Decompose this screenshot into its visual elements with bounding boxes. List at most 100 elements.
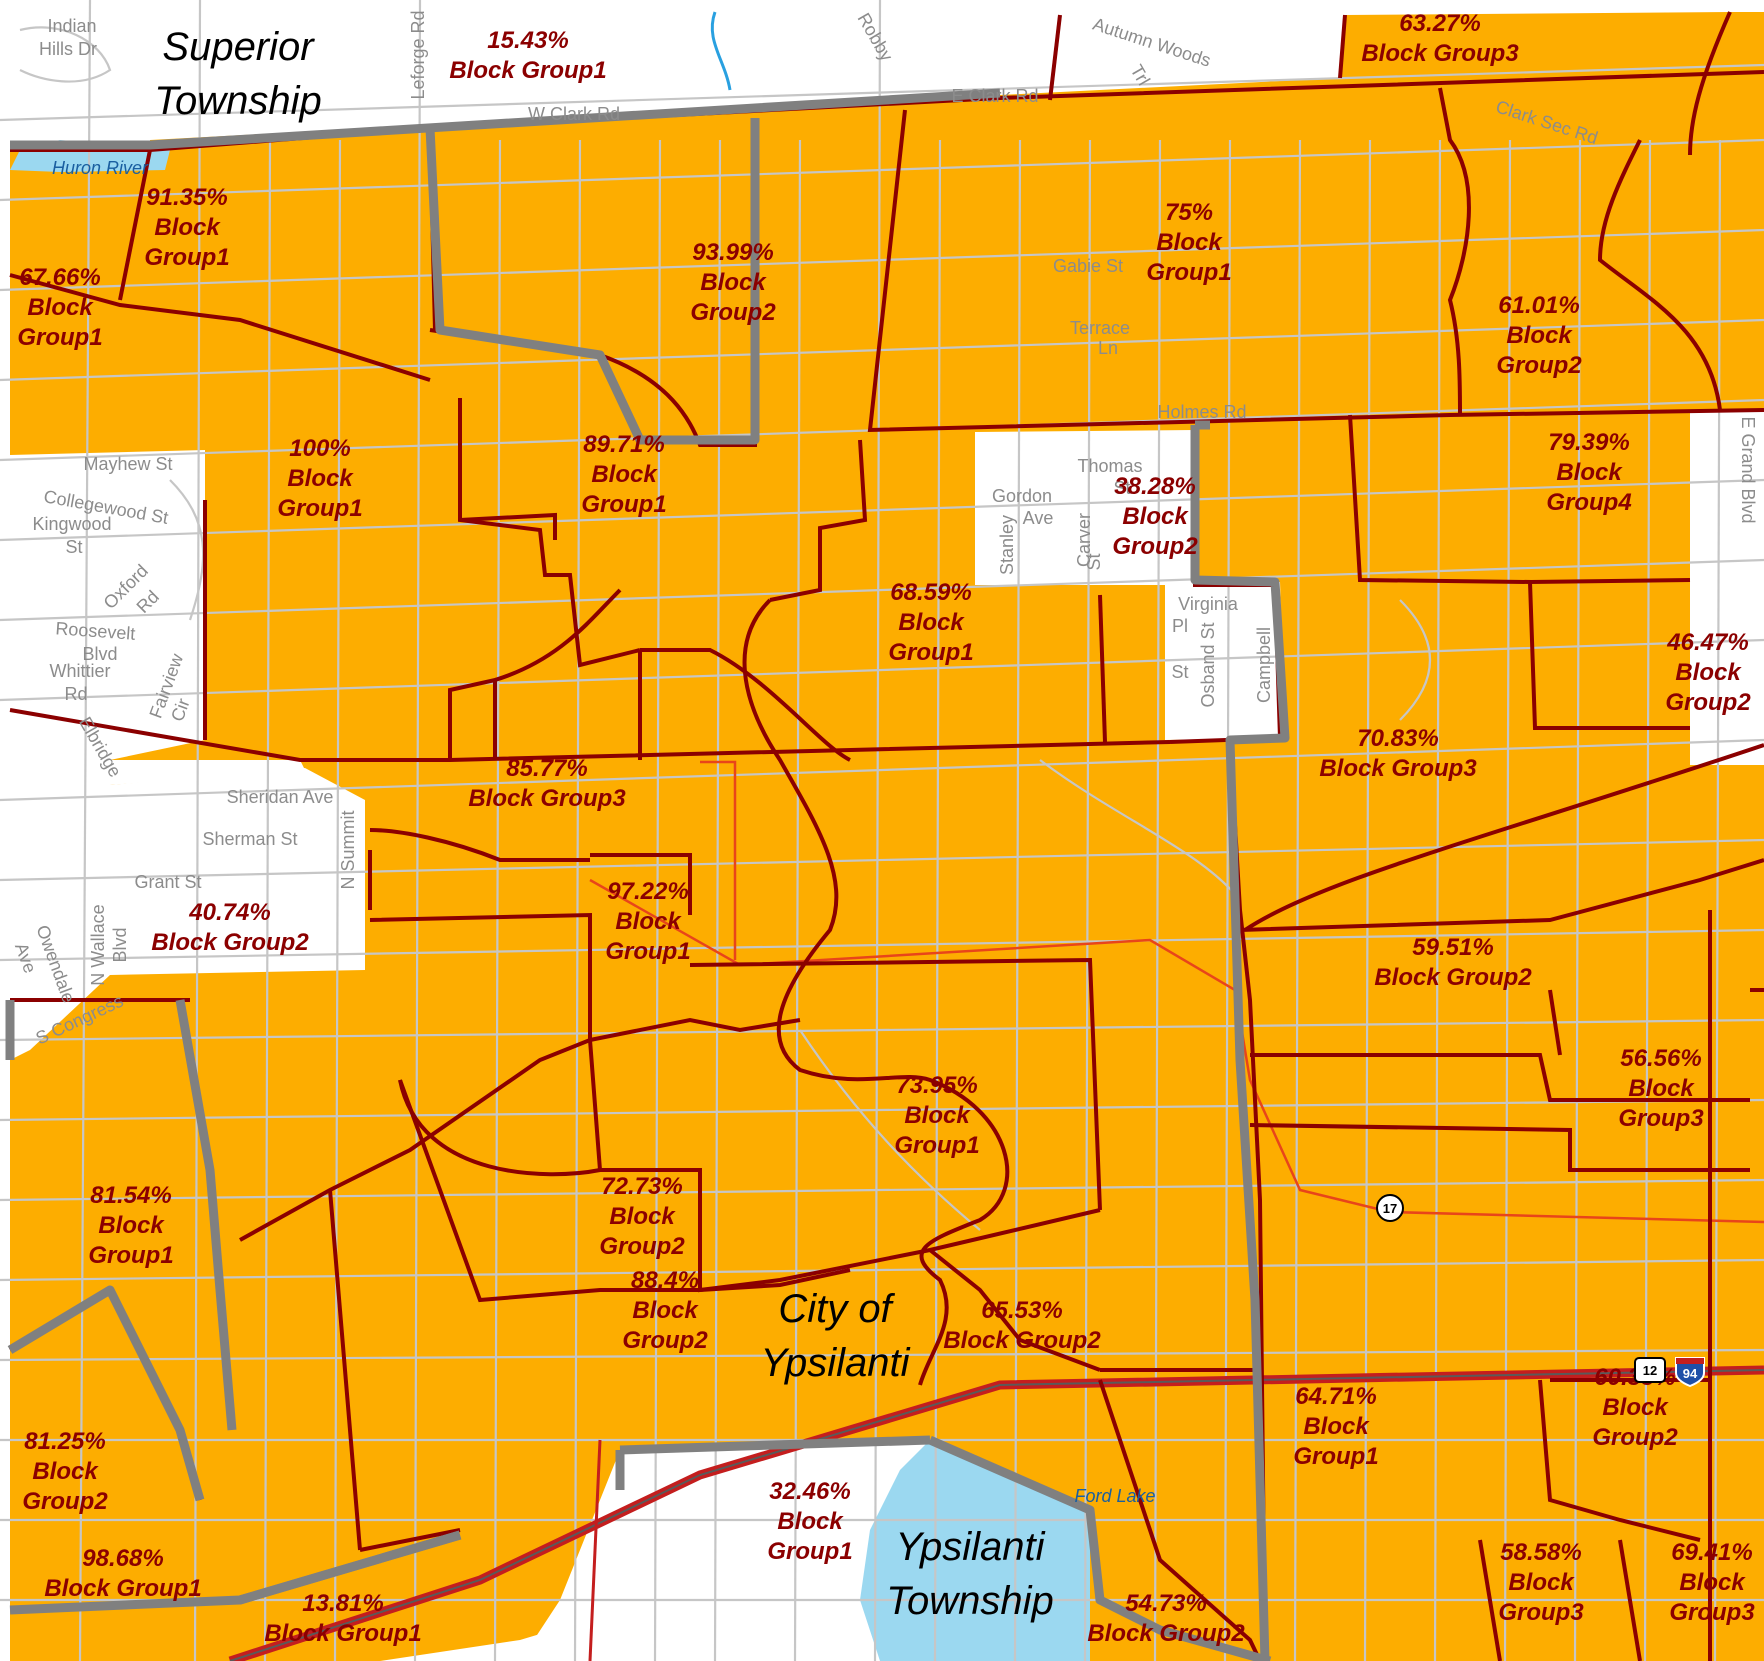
block-group-percentage: 15.43% [487, 27, 568, 54]
block-group-name: Group2 [22, 1488, 108, 1515]
street-label: Carver [1074, 513, 1094, 567]
street-label: Grant St [134, 872, 201, 892]
street-label: N Summit [338, 810, 358, 889]
block-group-name: Block [700, 269, 767, 296]
us-12-shield: 12 [1634, 1357, 1666, 1383]
block-group-name: Block [615, 908, 682, 935]
block-group-percentage: 81.25% [24, 1428, 105, 1455]
block-group-name: Group1 [17, 324, 102, 351]
block-group-boundaries [8, 11, 1764, 1661]
street-label: Indian [47, 16, 96, 36]
block-group-label: 65.53%Block Group2 [943, 1297, 1101, 1354]
street-label: W Clark Rd [528, 104, 620, 124]
block-group-name: Group1 [277, 495, 362, 522]
block-group-percentage: 98.68% [82, 1545, 163, 1572]
block-group-name: Group1 [144, 244, 229, 271]
block-group-name: Block Group2 [151, 929, 309, 956]
block-group-percentage: 64.71% [1295, 1383, 1376, 1410]
block-group-label: 54.73%Block Group2 [1087, 1590, 1245, 1647]
block-group-percentage: 85.77% [506, 755, 587, 782]
street-label: Osband St [1198, 622, 1218, 707]
water-label: Huron River [52, 158, 149, 178]
block-group-percentage: 38.28% [1114, 473, 1195, 500]
block-group-percentage: 88.4% [631, 1267, 699, 1294]
block-group-name: Group1 [605, 938, 690, 965]
street-label: St [1171, 662, 1188, 682]
block-group-label: 40.74%Block Group2 [151, 899, 309, 956]
white-area-east-grand [1690, 410, 1764, 765]
orange-region-main [10, 12, 1764, 1661]
block-group-percentage: 56.56% [1620, 1045, 1701, 1072]
block-group-name: Group3 [1498, 1599, 1584, 1626]
place-label: Superior [162, 25, 315, 69]
place-label: Township [154, 79, 322, 123]
block-group-label: 70.83%Block Group3 [1319, 725, 1477, 782]
michigan-ave [700, 760, 737, 960]
block-group-name: Block [1156, 229, 1223, 256]
block-group-name: Block [591, 461, 658, 488]
street-label: Hills Dr [39, 39, 97, 59]
block-group-name: Group2 [622, 1327, 708, 1354]
block-group-name: Group2 [690, 299, 776, 326]
block-group-name: Block [1556, 459, 1623, 486]
street-label: Stanley [997, 515, 1017, 575]
block-group-name: Block Group3 [1361, 40, 1519, 67]
street-label: E Grand Blvd [1738, 416, 1758, 523]
block-group-percentage: 13.81% [302, 1590, 383, 1617]
block-group-name: Block [154, 214, 221, 241]
block-group-name: Block Group1 [449, 57, 606, 84]
block-group-name: Block [609, 1203, 676, 1230]
street-label: Whittier [49, 661, 110, 681]
block-group-name: Block [1679, 1569, 1746, 1596]
block-group-percentage: 100% [289, 435, 350, 462]
block-group-name: Block [904, 1102, 971, 1129]
block-group-percentage: 54.73% [1125, 1590, 1206, 1617]
place-label: Township [886, 1579, 1054, 1623]
street-label: Thomas [1077, 456, 1142, 476]
interstate-94-shield: 94 [1675, 1357, 1705, 1388]
street-label: Rd [64, 684, 87, 704]
block-group-name: Block [98, 1212, 165, 1239]
block-group-percentage: 79.39% [1548, 429, 1629, 456]
place-label: Ypsilanti [761, 1341, 911, 1385]
block-group-name: Block Group2 [943, 1327, 1101, 1354]
block-group-label: 15.43% Block Group1 [449, 27, 606, 84]
white-area-sheridan [110, 768, 365, 975]
block-group-percentage: 73.95% [896, 1072, 977, 1099]
block-group-name: Group1 [88, 1242, 173, 1269]
interstate-94-label: 94 [1683, 1366, 1698, 1381]
highway-shields: 17 12 94 [1376, 1194, 1705, 1388]
block-group-percentage: 68.59% [890, 579, 971, 606]
block-group-percentage: 67.66% [19, 264, 100, 291]
block-group-name: Block Group2 [1374, 964, 1532, 991]
block-group-name: Group1 [767, 1538, 852, 1565]
ford-lake [860, 1440, 1090, 1661]
block-group-name: Group2 [1592, 1424, 1678, 1451]
block-group-name: Group3 [1618, 1105, 1704, 1132]
block-group-percentage: 70.83% [1357, 725, 1438, 752]
block-group-percentage: 89.71% [583, 431, 664, 458]
block-group-percentage: 61.01% [1498, 292, 1579, 319]
street-label: Campbell [1254, 627, 1274, 703]
block-group-label: 59.51% Block Group2 [1374, 934, 1532, 991]
block-group-name: Block [1628, 1075, 1695, 1102]
white-area-west-neighborhood [10, 450, 205, 760]
block-group-percentage: 59.51% [1412, 934, 1493, 961]
street-label: Gordon [992, 486, 1052, 506]
block-group-name: Block [632, 1297, 699, 1324]
block-group-percentage: 75% [1165, 199, 1213, 226]
